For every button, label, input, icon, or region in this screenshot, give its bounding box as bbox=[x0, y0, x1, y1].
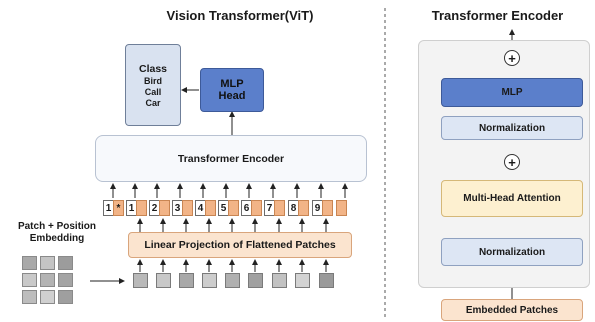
residual-add-bottom-icon: + bbox=[504, 154, 520, 170]
sequence-patch bbox=[225, 273, 240, 288]
encoder-title: Transformer Encoder bbox=[431, 8, 564, 23]
token-cls-star: * bbox=[113, 200, 124, 216]
class-heading: Class bbox=[138, 62, 168, 75]
sequence-patch bbox=[272, 273, 287, 288]
grid-patch bbox=[22, 273, 37, 287]
sequence-patch bbox=[133, 273, 148, 288]
grid-patch bbox=[40, 273, 55, 287]
grid-patch bbox=[58, 273, 73, 287]
patch-embedding-label: Patch + Position Embedding bbox=[2, 221, 112, 245]
patch-embedding-line1: Patch + Position bbox=[17, 221, 97, 232]
sequence-patch bbox=[202, 273, 217, 288]
sequence-patch bbox=[156, 273, 171, 288]
grid-patch bbox=[22, 256, 37, 270]
encoder-mlp-box: MLP bbox=[441, 78, 583, 107]
sequence-patch bbox=[295, 273, 310, 288]
token-4-embedding bbox=[205, 200, 216, 216]
class-item-call: Call bbox=[144, 86, 162, 97]
encoder-norm-top-box: Normalization bbox=[441, 116, 583, 140]
class-item-car: Car bbox=[145, 97, 161, 108]
patch-arrows bbox=[137, 259, 329, 272]
token-8-embedding bbox=[298, 200, 309, 216]
token-7-embedding bbox=[274, 200, 285, 216]
patch-embedding-line2: Embedding bbox=[29, 233, 85, 244]
residual-add-top-icon: + bbox=[504, 50, 520, 66]
transformer-encoder-box: Transformer Encoder bbox=[95, 135, 367, 182]
embedded-patches-box: Embedded Patches bbox=[441, 299, 583, 321]
sequence-patch bbox=[179, 273, 194, 288]
class-item-bird: Bird bbox=[144, 75, 162, 86]
grid-patch bbox=[40, 256, 55, 270]
token-1-embedding bbox=[136, 200, 147, 216]
token-6-embedding bbox=[251, 200, 262, 216]
mlp-head-box: MLP Head bbox=[200, 68, 264, 112]
projection-arrows bbox=[137, 218, 329, 232]
mlp-head-line1: MLP bbox=[220, 78, 244, 90]
token-5-embedding bbox=[228, 200, 239, 216]
sequence-patch bbox=[319, 273, 334, 288]
grid-patch bbox=[40, 290, 55, 304]
token-3-embedding bbox=[182, 200, 193, 216]
token-9-embedding bbox=[322, 200, 333, 216]
encoder-norm-bottom-box: Normalization bbox=[441, 238, 583, 266]
vit-title: Vision Transformer(ViT) bbox=[166, 8, 314, 23]
mlp-head-line2: Head bbox=[218, 90, 246, 102]
multi-head-attention-box: Multi-Head Attention bbox=[441, 180, 583, 217]
token-arrows bbox=[110, 183, 348, 198]
grid-patch bbox=[58, 290, 73, 304]
grid-patch bbox=[58, 256, 73, 270]
class-box: Class Bird Call Car bbox=[125, 44, 181, 126]
token-2-embedding bbox=[159, 200, 170, 216]
token-extra-embedding bbox=[336, 200, 347, 216]
linear-projection-box: Linear Projection of Flattened Patches bbox=[128, 232, 352, 258]
grid-patch bbox=[22, 290, 37, 304]
sequence-patch bbox=[248, 273, 263, 288]
